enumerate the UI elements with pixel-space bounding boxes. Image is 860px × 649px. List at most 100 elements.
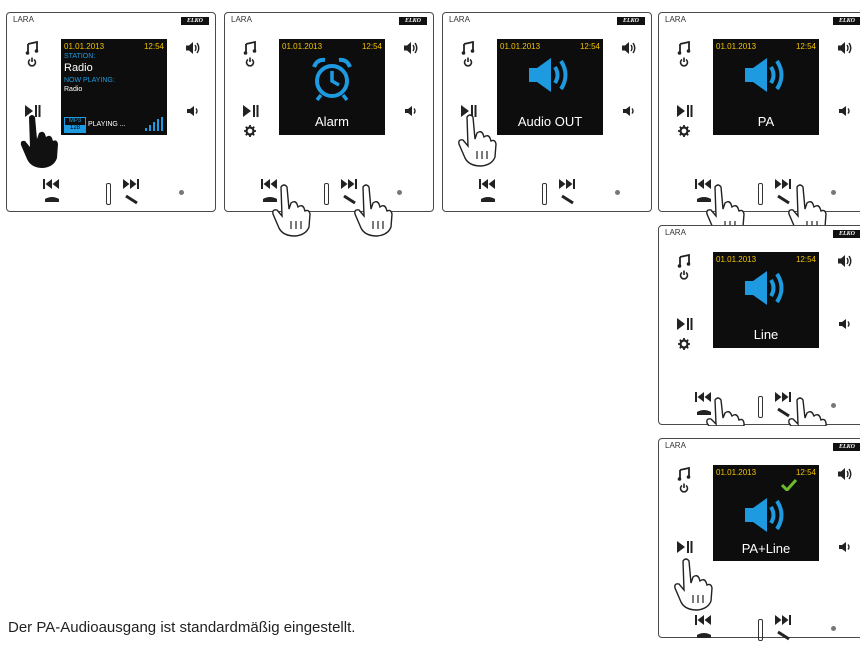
play-pause-icon[interactable]: [25, 105, 41, 117]
display-screen: 01.01.2013 12:54 Alarm: [279, 39, 385, 135]
gear-icon[interactable]: [678, 125, 690, 137]
volume-up-icon[interactable]: [185, 41, 201, 55]
screen-label: Alarm: [315, 114, 349, 129]
volume-up-icon[interactable]: [837, 41, 853, 55]
music-note-icon[interactable]: [677, 41, 691, 55]
volume-down-icon[interactable]: [839, 318, 851, 330]
elko-logo: ELKO: [617, 17, 645, 25]
time-label: 12:54: [795, 42, 816, 51]
brand-label: LARA: [449, 15, 470, 24]
display-screen: 01.01.2013 12:54 PA: [713, 39, 819, 135]
slot-indicator: [106, 183, 111, 205]
status-led: [179, 190, 184, 195]
station-label: STATION:: [64, 53, 96, 60]
now-playing-label: NOW PLAYING:: [64, 77, 115, 84]
speaker-icon: [745, 58, 784, 92]
volume-down-icon[interactable]: [839, 105, 851, 117]
power-icon[interactable]: [679, 57, 689, 67]
display-screen: 01.01.2013 12:54 Line: [713, 252, 819, 348]
screen-label: PA: [757, 114, 775, 129]
elko-logo: ELKO: [833, 17, 860, 25]
music-note-icon[interactable]: [677, 254, 691, 268]
screen-label: PA+Line: [741, 541, 791, 556]
power-icon[interactable]: [463, 57, 473, 67]
status-led: [831, 626, 836, 631]
next-track-button[interactable]: [775, 179, 793, 205]
previous-track-button[interactable]: [695, 179, 713, 205]
next-track-button[interactable]: [775, 615, 793, 641]
volume-down-icon[interactable]: [405, 105, 417, 117]
volume-up-icon[interactable]: [403, 41, 419, 55]
slot-indicator: [758, 396, 763, 418]
date-label: 01.01.2013: [716, 468, 757, 477]
display-screen: 01.01.2013 12:54 PA+Line: [713, 465, 819, 561]
power-icon[interactable]: [245, 57, 255, 67]
volume-down-icon[interactable]: [187, 105, 199, 117]
elko-logo: ELKO: [833, 230, 860, 238]
elko-logo: ELKO: [399, 17, 427, 25]
volume-down-icon[interactable]: [839, 541, 851, 553]
date-label: 01.01.2013: [716, 42, 757, 51]
brand-label: LARA: [665, 228, 686, 237]
previous-track-button[interactable]: [695, 392, 713, 418]
music-note-icon[interactable]: [243, 41, 257, 55]
status-led: [831, 403, 836, 408]
slot-indicator: [758, 619, 763, 641]
slot-indicator: [758, 183, 763, 205]
play-pause-icon[interactable]: [243, 105, 259, 117]
brand-label: LARA: [665, 15, 686, 24]
alarm-clock-icon: [312, 57, 352, 101]
screen-label: Audio OUT: [517, 114, 583, 129]
status-led: [831, 190, 836, 195]
panel-alarm: LARA ELKO 01.01.2013 12:54 Alarm: [224, 12, 434, 237]
slot-indicator: [324, 183, 329, 205]
next-track-button[interactable]: [559, 179, 577, 205]
previous-track-button[interactable]: [261, 179, 279, 205]
play-pause-icon[interactable]: [677, 541, 693, 553]
play-pause-icon[interactable]: [461, 105, 477, 117]
play-pause-icon[interactable]: [677, 105, 693, 117]
brand-label: LARA: [13, 15, 34, 24]
speaker-icon: [745, 271, 784, 305]
volume-up-icon[interactable]: [837, 254, 853, 268]
power-icon[interactable]: [27, 57, 37, 67]
next-track-button[interactable]: [775, 392, 793, 418]
screen-label: Line: [753, 327, 779, 342]
volume-up-icon[interactable]: [621, 41, 637, 55]
volume-up-icon[interactable]: [837, 467, 853, 481]
previous-track-button[interactable]: [695, 615, 713, 641]
time-label: 12:54: [795, 468, 816, 477]
date-label: 01.01.2013: [716, 255, 757, 264]
panel-radio: LARA ELKO 01.01.2013 12:54 STATION: Radi…: [6, 12, 216, 212]
music-note-icon[interactable]: [677, 467, 691, 481]
elko-logo: ELKO: [833, 443, 860, 451]
music-note-icon[interactable]: [25, 41, 39, 55]
date-label: 01.01.2013: [64, 42, 105, 51]
previous-track-button[interactable]: [479, 179, 497, 205]
play-pause-icon[interactable]: [677, 318, 693, 330]
gear-icon[interactable]: [678, 338, 690, 350]
time-label: 12:54: [143, 42, 164, 51]
next-track-button[interactable]: [341, 179, 359, 205]
playing-status: PLAYING ...: [88, 121, 126, 128]
hand-press-icon: [20, 115, 58, 168]
speaker-icon: [745, 498, 784, 532]
panel-pa: LARA ELKO 01.01.2013 12:54 PA: [658, 12, 860, 237]
next-track-button[interactable]: [123, 179, 141, 205]
gear-icon[interactable]: [244, 125, 256, 137]
hand-outline-icon: [272, 184, 311, 237]
power-icon[interactable]: [679, 483, 689, 493]
previous-track-button[interactable]: [43, 179, 61, 205]
hand-outline-icon: [674, 558, 713, 611]
power-icon[interactable]: [679, 270, 689, 280]
panel-line: LARA ELKO 01.01.2013 12:54 Line: [658, 225, 860, 426]
bitrate-text: 128: [65, 125, 85, 132]
speaker-icon: [529, 58, 568, 92]
checkmark-icon: [781, 479, 797, 491]
caption-text: Der PA-Audioausgang ist standardmäßig ei…: [8, 619, 356, 636]
volume-down-icon[interactable]: [623, 105, 635, 117]
time-label: 12:54: [795, 255, 816, 264]
music-note-icon[interactable]: [461, 41, 475, 55]
hand-outline-icon: [788, 397, 827, 426]
